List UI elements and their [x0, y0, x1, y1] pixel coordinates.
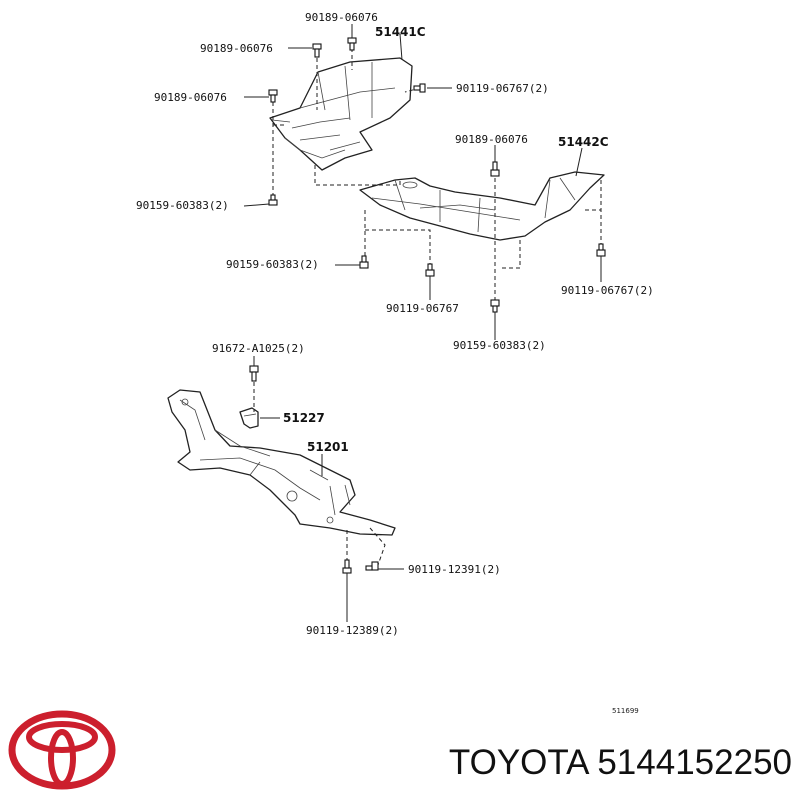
footer-title: TOYOTA 5144152250 [367, 738, 792, 788]
part-51227[interactable] [239, 407, 259, 429]
leader-lines [243, 24, 602, 622]
label-90159-60383-2-bottom[interactable]: 90159-60383(2) [453, 339, 546, 352]
label-90159-60383-2-left[interactable]: 90159-60383(2) [136, 199, 229, 212]
brand-name: TOYOTA [448, 743, 588, 782]
label-51227[interactable]: 51227 [283, 411, 325, 425]
bolt-90189-06076-d[interactable] [490, 161, 500, 177]
part-51442c[interactable] [359, 171, 605, 241]
bolt-90119-12391-2[interactable] [365, 561, 379, 571]
bolt-90189-06076-b[interactable] [347, 37, 357, 51]
label-90189-06076-left[interactable]: 90189-06076 [200, 42, 273, 55]
bolt-90189-06076-a[interactable] [312, 43, 322, 58]
toyota-logo [8, 710, 116, 790]
label-90189-06076-top[interactable]: 90189-06076 [305, 11, 378, 24]
label-90189-06076-mid[interactable]: 90189-06076 [154, 91, 227, 104]
label-51201[interactable]: 51201 [307, 440, 349, 454]
bolt-91672-a1025-2[interactable] [249, 365, 259, 382]
label-51441c[interactable]: 51441C [375, 25, 426, 39]
label-90119-06767[interactable]: 90119-06767 [386, 302, 459, 315]
part-number: 5144152250 [597, 743, 792, 782]
bolt-90119-06767[interactable] [425, 263, 435, 277]
label-90119-06767-2-right[interactable]: 90119-06767(2) [561, 284, 654, 297]
bolt-90119-06767-2-b[interactable] [596, 243, 606, 257]
bolt-90119-06767-2-a[interactable] [413, 83, 426, 93]
label-90159-60383-2-mid[interactable]: 90159-60383(2) [226, 258, 319, 271]
label-90119-12391-2[interactable]: 90119-12391(2) [408, 563, 501, 576]
label-90119-12389-2[interactable]: 90119-12389(2) [306, 624, 399, 637]
diagram-code: 511699 [612, 707, 639, 715]
bolt-90159-60383-2-c[interactable] [490, 299, 500, 313]
part-51441c[interactable] [269, 57, 413, 171]
bolt-90119-12389-2[interactable] [342, 559, 352, 574]
bolt-90189-06076-c[interactable] [268, 89, 278, 103]
bolt-90159-60383-2-a[interactable] [268, 194, 278, 206]
label-90119-06767-2-top[interactable]: 90119-06767(2) [456, 82, 549, 95]
label-90189-06076-right[interactable]: 90189-06076 [455, 133, 528, 146]
label-91672-a1025-2[interactable]: 91672-A1025(2) [212, 342, 305, 355]
label-51442c[interactable]: 51442C [558, 135, 609, 149]
bolt-90159-60383-2-b[interactable] [359, 255, 369, 269]
part-51201[interactable] [167, 389, 396, 536]
